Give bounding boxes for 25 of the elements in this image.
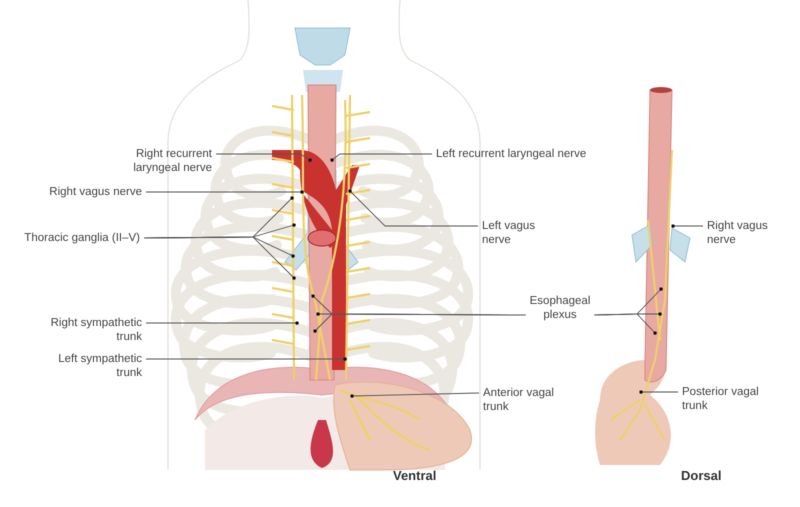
view-caption: Dorsal	[681, 468, 722, 483]
structure-label: Esophageal plexus	[528, 294, 592, 322]
leader-line	[330, 154, 432, 162]
leader-line	[313, 314, 526, 333]
leader-line	[671, 224, 704, 228]
leader-line	[146, 321, 299, 325]
structure-label: Thoracic ganglia (II–V)	[23, 231, 140, 245]
structure-label: Right vagus nerve	[707, 219, 769, 247]
structure-label: Left recurrent laryngeal nerve	[436, 147, 588, 161]
leader-line	[216, 154, 312, 162]
structure-label: Right vagus nerve	[48, 185, 142, 199]
leader-line	[146, 357, 347, 361]
leader-line	[639, 390, 678, 394]
structure-label: Left sympathetic trunk	[57, 352, 142, 380]
structure-label: Anterior vagal trunk	[483, 386, 555, 414]
structure-label: Left vagus nerve	[482, 219, 536, 247]
view-caption: Ventral	[393, 468, 436, 483]
leader-line	[348, 189, 478, 226]
leader-line	[144, 236, 296, 280]
leader-line	[594, 314, 657, 335]
structure-label: Right recurrent laryngeal nerve	[132, 147, 212, 175]
structure-label: Posterior vagal trunk	[682, 385, 760, 413]
leader-line	[350, 392, 480, 398]
leader-line	[146, 190, 304, 194]
structure-label: Right sympathetic trunk	[50, 316, 142, 344]
